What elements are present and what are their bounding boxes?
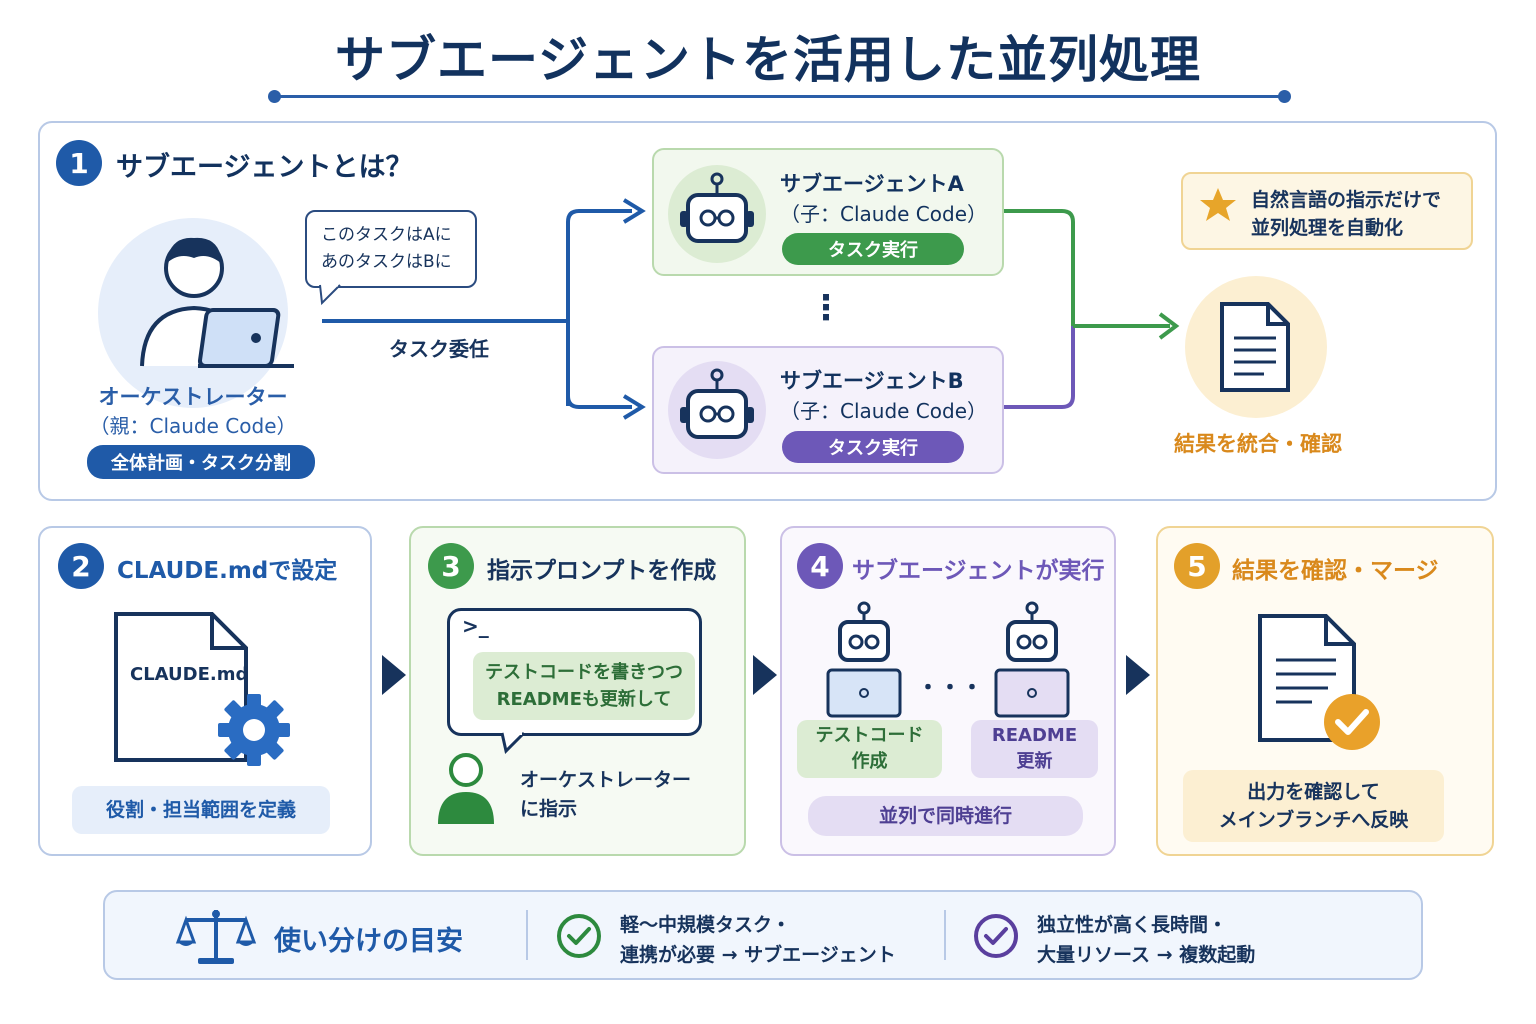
step-5-heading: 結果を確認・マージ [1232, 558, 1439, 584]
step-arrow-icon [753, 655, 777, 695]
subagent-a-name: サブエージェントA [780, 172, 964, 196]
note-line: 並列処理を自動化 [1251, 217, 1404, 239]
step-number-4: 4 [797, 543, 843, 589]
step-4-heading: サブエージェントが実行 [852, 558, 1105, 584]
subagent-b-task-badge: タスク実行 [782, 431, 964, 463]
document-icon [1220, 302, 1290, 392]
step-4-caption: 並列で同時進行 [808, 796, 1083, 836]
speech-line: あのタスクはBに [321, 252, 452, 272]
orchestrator-name: オーケストレーター [98, 385, 288, 409]
person-line: オーケストレーター [520, 769, 692, 791]
guide-item-1-line: 連携が必要 → サブエージェント [620, 944, 896, 966]
guide-item-2-line: 独立性が高く長時間・ [1037, 914, 1228, 936]
guide-divider [944, 910, 946, 960]
title-underline-dot [1278, 90, 1291, 103]
person-line: に指示 [520, 798, 578, 820]
task-line: テストコード [815, 725, 924, 746]
robot-laptop-icon [994, 601, 1070, 718]
delegate-label: タスク委任 [389, 337, 489, 361]
usage-guide-bar [103, 890, 1423, 980]
star-icon [1200, 188, 1236, 221]
orchestrator-person-icon [140, 237, 294, 368]
guide-item-1-line: 軽〜中規模タスク・ [620, 914, 791, 936]
guide-item-2-line: 大量リソース → 複数起動 [1037, 944, 1256, 966]
task-line: 作成 [851, 751, 888, 772]
file-settings-icon [114, 612, 290, 766]
subagent-a-task-badge: タスク実行 [782, 233, 964, 265]
parallel-dots: ・・・ [916, 676, 983, 701]
section1-heading: サブエージェントとは？ [116, 152, 413, 183]
step-number-3: 3 [428, 543, 474, 589]
task-readme: README 更新 [971, 720, 1098, 778]
subagent-a-sub: （子：Claude Code） [780, 202, 988, 226]
caption-line: メインブランチへ反映 [1218, 809, 1409, 831]
delegation-arrows [322, 198, 1180, 420]
robot-laptop-icon [826, 601, 902, 718]
check-circle-icon [557, 914, 601, 958]
step-arrow-icon [382, 655, 406, 695]
step-number-5: 5 [1174, 543, 1220, 589]
step-number-1: 1 [56, 140, 102, 186]
orchestrator-role-badge: 全体計画・タスク分割 [87, 445, 315, 479]
title-underline-dot [268, 90, 281, 103]
task-test-code: テストコード 作成 [797, 720, 942, 778]
subagent-b-name: サブエージェントB [780, 369, 964, 393]
guide-divider [526, 910, 528, 960]
page-title: サブエージェントを活用した並列処理 [335, 31, 1201, 89]
robot-icon [680, 172, 754, 243]
prompt-text-box: テストコードを書きつつ READMEも更新して [473, 652, 695, 720]
claude-md-file-label: CLAUDE.md [130, 664, 249, 685]
step-2-heading: CLAUDE.mdで設定 [117, 558, 338, 584]
prompt-line: テストコードを書きつつ [485, 662, 683, 683]
speech-bubble-tail [319, 283, 341, 306]
guide-label: 使い分けの目安 [274, 926, 463, 957]
title-underline [274, 95, 1284, 98]
step-arrow-icon [1126, 655, 1150, 695]
robot-icon [680, 368, 754, 439]
person-icon [438, 753, 494, 824]
step-2-caption: 役割・担当範囲を定義 [72, 786, 330, 834]
result-label: 結果を統合・確認 [1174, 432, 1342, 456]
speech-line: このタスクはAに [321, 225, 452, 245]
automation-note [1181, 172, 1473, 250]
step-5-caption: 出力を確認して メインブランチへ反映 [1183, 770, 1444, 842]
more-agents-dots: ⋮ [809, 288, 843, 328]
document-check-icon [1258, 614, 1380, 750]
delegation-speech-bubble: このタスクはAに あのタスクはBに [305, 210, 477, 288]
step-number-2: 2 [58, 543, 104, 589]
step-3-heading: 指示プロンプトを作成 [487, 558, 717, 584]
scale-icon [175, 910, 257, 964]
task-line: README [991, 725, 1078, 746]
note-line: 自然言語の指示だけで [1251, 189, 1442, 211]
subagent-b-sub: （子：Claude Code） [780, 399, 988, 423]
prompt-line: READMEも更新して [496, 689, 672, 710]
prompt-symbol: >_ [462, 614, 489, 638]
prompt-bubble-tail [500, 731, 526, 754]
orchestrator-sub: （親：Claude Code） [89, 414, 297, 438]
task-line: 更新 [1016, 751, 1053, 772]
caption-line: 出力を確認して [1247, 781, 1380, 803]
check-circle-icon [974, 914, 1018, 958]
